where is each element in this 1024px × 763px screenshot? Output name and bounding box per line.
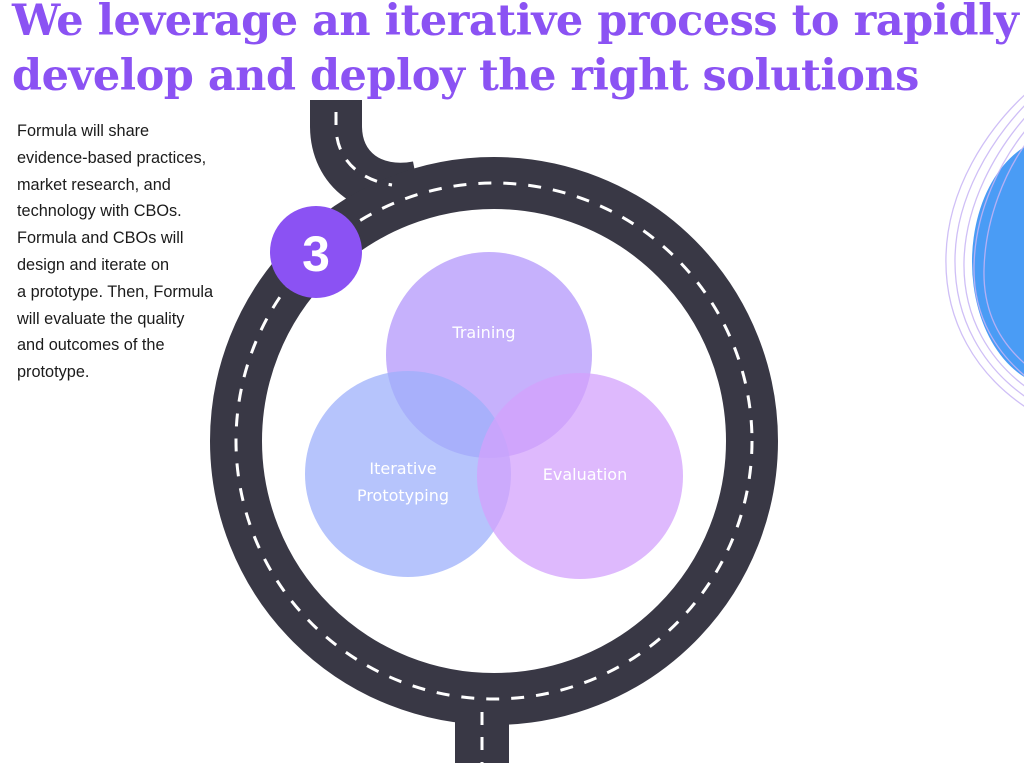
step-badge: 3 bbox=[270, 206, 362, 298]
description-line: market research, and bbox=[17, 175, 171, 194]
description-line: Formula will share bbox=[17, 122, 150, 140]
description-line: a prototype. Then, Formula bbox=[17, 282, 214, 301]
description-line: and outcomes of the bbox=[17, 336, 165, 355]
venn-diagram: Training Iterative Prototyping Evaluatio… bbox=[305, 252, 683, 579]
abstract-wave-decoration-icon bbox=[945, 94, 1024, 407]
training-label: Training bbox=[451, 323, 515, 342]
description-line: prototype. bbox=[17, 363, 90, 382]
road-exit-segment bbox=[455, 688, 509, 763]
description-line: will evaluate the quality bbox=[17, 309, 185, 328]
badge-circle-icon bbox=[270, 206, 362, 298]
description-line: Formula and CBOs will bbox=[17, 229, 184, 248]
step-number: 3 bbox=[302, 226, 330, 282]
page-title-line-1: We leverage an iterative process to rapi… bbox=[12, 0, 1019, 46]
iterative-prototyping-circle bbox=[305, 371, 511, 577]
description-line: technology with CBOs. bbox=[17, 202, 182, 221]
description-text: Formula will share evidence-based practi… bbox=[17, 118, 242, 386]
road-loop-icon bbox=[210, 100, 778, 763]
evaluation-circle bbox=[477, 373, 683, 579]
wave-lines bbox=[945, 94, 1024, 407]
description-line: design and iterate on bbox=[17, 255, 170, 274]
iterative-label-line-1: Iterative bbox=[369, 459, 436, 478]
page-title-line-2: develop and deploy the right solutions bbox=[12, 51, 919, 101]
road-circle-dashes bbox=[234, 181, 754, 701]
iterative-label-line-2: Prototyping bbox=[357, 486, 449, 505]
description-line: evidence-based practices, bbox=[17, 148, 207, 167]
evaluation-label: Evaluation bbox=[543, 465, 627, 484]
page-title: We leverage an iterative process to rapi… bbox=[12, 0, 1019, 104]
road-entry-dashes bbox=[334, 112, 393, 187]
